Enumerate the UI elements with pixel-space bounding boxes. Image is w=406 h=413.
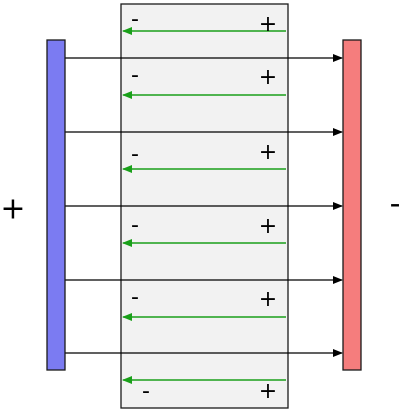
- dipole-negative-sign: -: [131, 285, 139, 310]
- dipole-positive-sign: +: [259, 65, 277, 90]
- negative-plate-sign: -: [390, 187, 401, 222]
- dipole-positive-sign: +: [259, 12, 277, 37]
- dipole-positive-sign: +: [259, 379, 277, 404]
- dipole-negative-sign: -: [131, 213, 139, 238]
- dipole-charge-signs: - + - + - + - + - + - +: [131, 7, 277, 404]
- dipole-positive-sign: +: [259, 140, 277, 165]
- internal-field-lines: [122, 27, 286, 384]
- dipole-negative-sign: -: [131, 7, 139, 32]
- positive-plate-sign: +: [0, 192, 25, 227]
- negative-plate: [342, 39, 362, 371]
- dipole-positive-sign: +: [259, 287, 277, 312]
- dipole-positive-sign: +: [259, 214, 277, 239]
- external-field-lines: [65, 54, 343, 357]
- positive-plate: [46, 39, 66, 371]
- dipole-negative-sign: -: [131, 63, 139, 88]
- dipole-negative-sign: -: [131, 142, 139, 167]
- dipole-negative-sign: -: [142, 379, 150, 404]
